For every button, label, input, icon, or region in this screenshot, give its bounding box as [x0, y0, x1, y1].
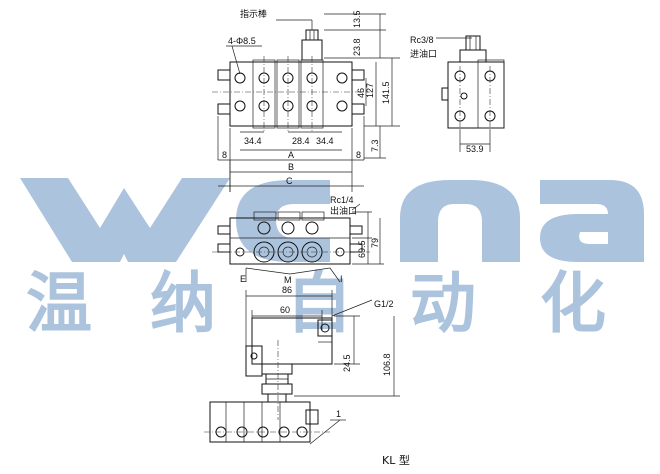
gauge-thread: G1/2	[374, 299, 394, 309]
side-view	[436, 35, 505, 152]
dim-53-9: 53.9	[466, 144, 484, 154]
watermark-letter-n	[400, 180, 520, 262]
front-view	[212, 13, 400, 192]
dim-86: 86	[282, 285, 292, 295]
model-caption: KL 型	[382, 453, 410, 467]
dim-60: 60	[280, 305, 290, 315]
dim-24-5: 24.5	[342, 354, 352, 372]
gauge-view	[204, 290, 400, 445]
dim-7-3: 7.3	[370, 139, 380, 152]
dim-28-4: 28.4	[292, 136, 310, 146]
dim-a: A	[288, 150, 294, 160]
label-e: E	[240, 274, 246, 284]
dim-106-8: 106.8	[382, 353, 392, 376]
inlet-callout-top: 进油口	[410, 48, 437, 60]
watermark-letter-w	[20, 178, 230, 262]
dim-127: 127	[365, 83, 375, 98]
watermark-char-5: 化	[540, 265, 606, 342]
dim-23-8: 23.8	[352, 38, 362, 56]
label-i: I	[340, 274, 343, 284]
watermark-char-1: 温	[26, 265, 92, 342]
watermark-char-4: 动	[410, 265, 476, 342]
dim-b: B	[288, 162, 294, 172]
dim-1: 1	[336, 409, 341, 419]
dim-46: 46	[356, 88, 366, 98]
watermark-char-2: 纳	[150, 265, 216, 342]
watermark-letter-c	[236, 180, 330, 262]
inlet-thread-top: Rc3/8	[410, 35, 434, 45]
dim-79: 79	[370, 238, 380, 248]
dim-34-4-right: 34.4	[316, 136, 334, 146]
watermark-char-3: 自	[286, 265, 352, 342]
indicator-rod-callout: 指示棒	[240, 8, 267, 20]
outlet-thread: Rc1/4	[330, 195, 354, 205]
holes-callout: 4-Φ8.5	[228, 36, 256, 46]
outlet-callout: 出油口	[330, 205, 357, 217]
top-view	[212, 203, 384, 283]
dim-141-5: 141.5	[381, 81, 391, 104]
dim-c: C	[286, 176, 293, 186]
dim-8-left: 8	[222, 150, 227, 160]
dim-34-4-left: 34.4	[244, 136, 262, 146]
dim-69-5: 69.5	[357, 240, 367, 258]
dim-8-right: 8	[356, 150, 361, 160]
watermark: 温 纳 自 动 化	[20, 178, 644, 342]
label-m: M	[284, 275, 292, 285]
watermark-letter-a	[540, 180, 644, 262]
dim-13-5: 13.5	[352, 10, 362, 28]
